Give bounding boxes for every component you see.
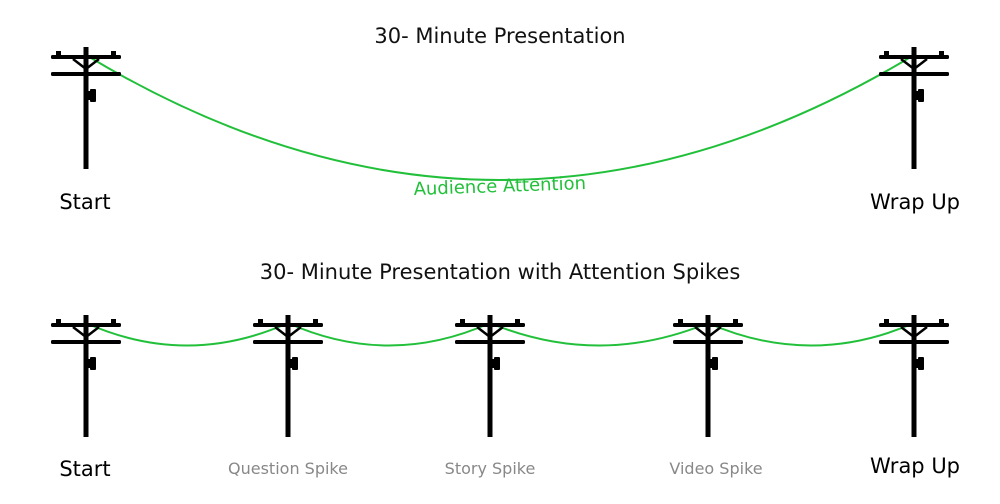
- end-pole-icon: [877, 45, 951, 171]
- video-spike-label: Video Spike: [669, 459, 762, 478]
- attention-wire-segment-4: [707, 322, 915, 347]
- attention-wire: [85, 54, 915, 181]
- diagram-1-title: 30- Minute Presentation: [374, 24, 625, 48]
- diagram-2-start-label: Start: [59, 457, 110, 481]
- start-pole-icon: [49, 45, 123, 171]
- question-spike-label: Question Spike: [228, 459, 348, 478]
- diagram-2-end-label: Wrap Up: [870, 454, 960, 478]
- attention-wire-segment-3: [489, 322, 709, 347]
- diagram-2-title: 30- Minute Presentation with Attention S…: [260, 260, 741, 284]
- attention-wire-segment-2: [287, 322, 491, 347]
- story-spike-label: Story Spike: [445, 459, 536, 478]
- diagram-1: 30- Minute Presentation Audience Attenti…: [49, 24, 960, 214]
- diagram-2: 30- Minute Presentation with Attention S…: [49, 260, 960, 481]
- diagram-1-start-label: Start: [59, 190, 110, 214]
- attention-wire-segment-1: [85, 322, 289, 347]
- diagram-1-end-label: Wrap Up: [870, 190, 960, 214]
